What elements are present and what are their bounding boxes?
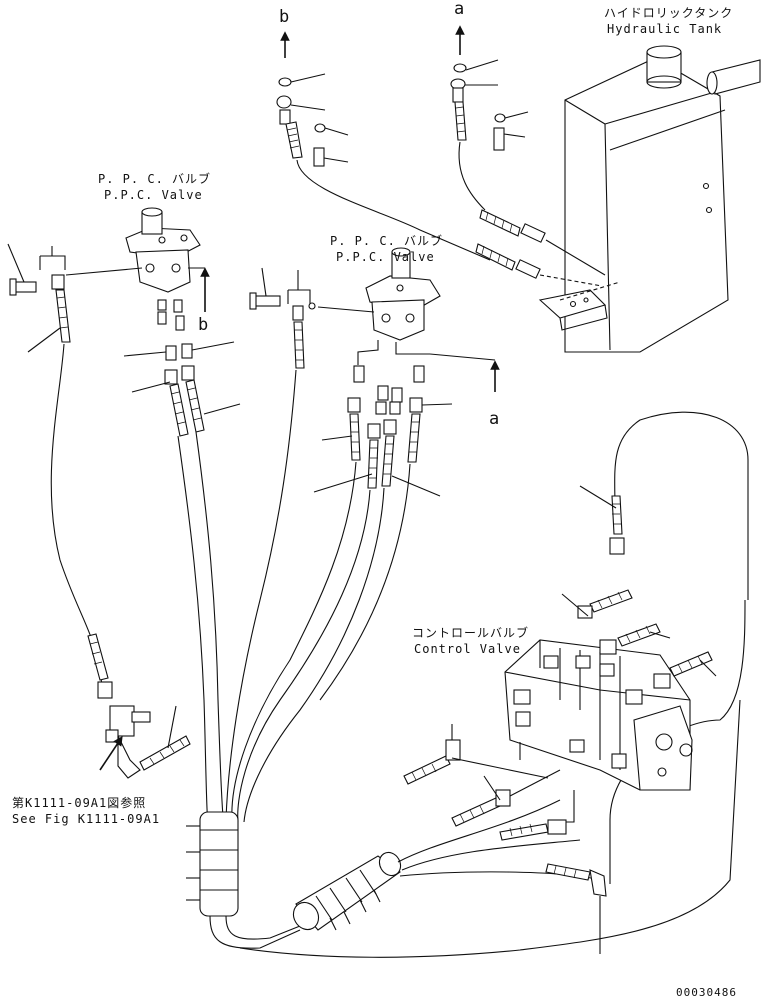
ppc-valve-left-label-jp: P. P. C. バルブ bbox=[98, 172, 212, 186]
main-hose-routes bbox=[50, 343, 749, 958]
drawing-number: 00030486 bbox=[676, 986, 737, 999]
hydraulic-tank-label-en: Hydraulic Tank bbox=[607, 22, 723, 36]
see-fig-label-jp: 第K1111-09A1図参照 bbox=[12, 796, 147, 810]
arrow-b-mid-label: b bbox=[198, 315, 209, 335]
ppc-valve-right bbox=[317, 247, 500, 392]
control-valve-label-en: Control Valve bbox=[414, 642, 521, 656]
fitting-stack-b bbox=[276, 73, 491, 261]
tank-return-hoses bbox=[475, 209, 606, 287]
ppc-valve-right-label-jp: P. P. C. バルブ bbox=[330, 234, 444, 248]
control-valve-label-jp: コントロールバルブ bbox=[412, 626, 530, 640]
ppc-valve-left bbox=[65, 207, 210, 312]
middle-bolt-and-elbow bbox=[249, 267, 316, 369]
left-bolt-and-elbow bbox=[7, 243, 71, 353]
see-fig-arrow bbox=[99, 736, 123, 771]
arrow-b-top-label: b bbox=[279, 7, 290, 27]
arrow-a-top-label: a bbox=[454, 0, 465, 19]
fitting-stack-a bbox=[450, 59, 529, 211]
ppc-valve-left-label-en: P.P.C. Valve bbox=[104, 188, 203, 202]
control-valve-hoses bbox=[403, 485, 717, 954]
control-valve bbox=[504, 639, 693, 791]
hydraulic-tank-label-jp: ハイドロリックタンク bbox=[604, 6, 734, 20]
see-fig-label-en: See Fig K1111-09A1 bbox=[12, 812, 161, 826]
right-valve-adapters bbox=[313, 365, 453, 497]
hydraulic-tank bbox=[538, 45, 761, 353]
arrow-a-mid-label: a bbox=[489, 409, 500, 429]
ppc-valve-right-label-en: P.P.C. Valve bbox=[336, 250, 435, 264]
left-valve-adapters bbox=[123, 299, 241, 437]
